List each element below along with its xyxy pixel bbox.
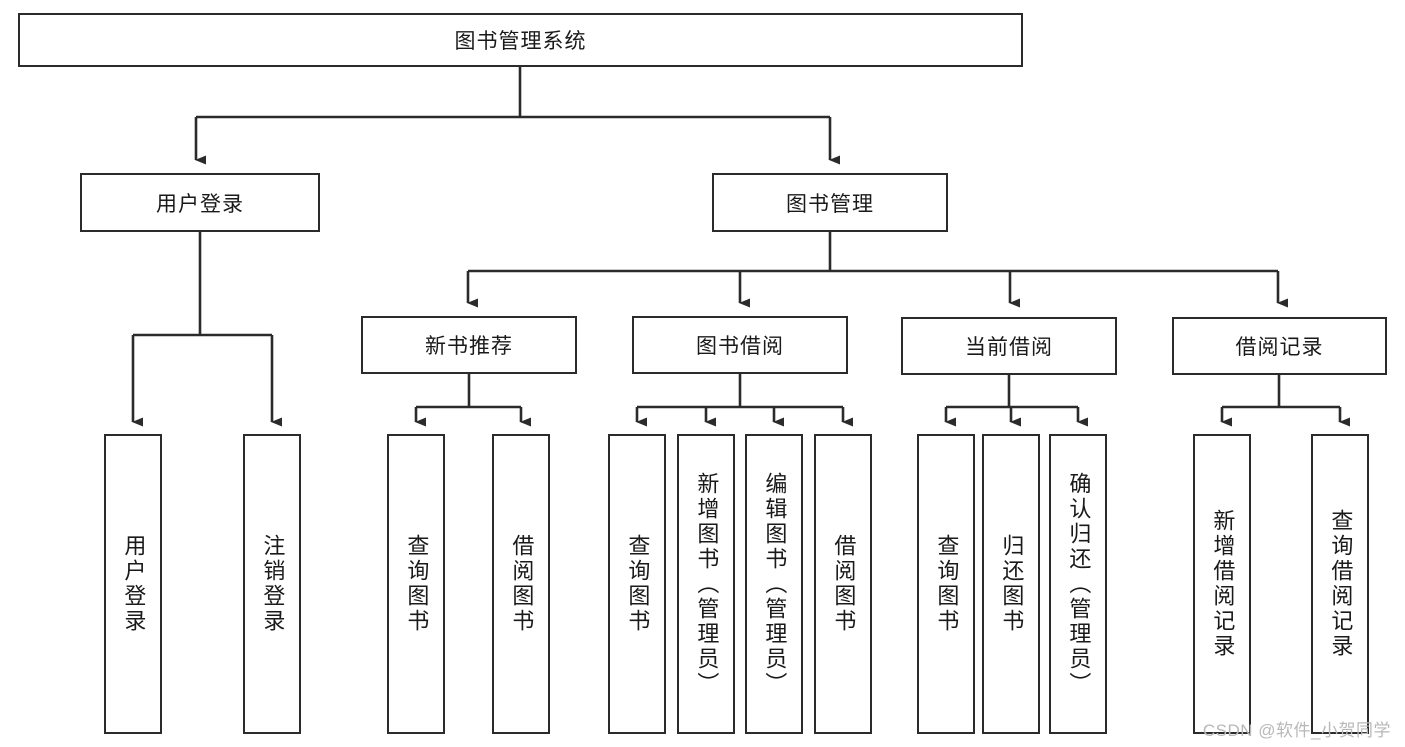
node-leaf-user-logout-label: 注销登录 [260,534,286,634]
node-leaf-borrow-add[interactable]: 新增图书（管理员） [677,434,735,734]
node-root[interactable]: 图书管理系统 [18,13,1023,67]
node-leaf-rec-borrow[interactable]: 借阅图书 [492,434,550,734]
node-borrow-record-label: 借阅记录 [1235,336,1324,359]
node-book-manage-label: 图书管理 [786,192,874,216]
node-book-borrow-label: 图书借阅 [696,335,784,358]
node-leaf-borrow-add-label: 新增图书（管理员） [694,471,720,697]
node-leaf-user-login-label: 用户登录 [121,534,147,634]
node-new-book-rec-label: 新书推荐 [425,335,513,358]
node-leaf-record-add[interactable]: 新增借阅记录 [1193,434,1251,734]
node-leaf-rec-borrow-label: 借阅图书 [509,534,535,634]
node-current-borrow[interactable]: 当前借阅 [901,317,1117,375]
node-leaf-borrow-edit[interactable]: 编辑图书（管理员） [745,434,803,734]
node-leaf-current-confirm[interactable]: 确认归还（管理员） [1049,434,1107,734]
node-leaf-current-return-label: 归还图书 [999,534,1025,634]
node-leaf-current-confirm-label: 确认归还（管理员） [1066,471,1092,697]
node-leaf-borrow-query[interactable]: 查询图书 [608,434,666,734]
node-leaf-current-query-label: 查询图书 [934,534,960,634]
node-leaf-borrow-query-label: 查询图书 [625,534,651,634]
node-leaf-rec-query-label: 查询图书 [404,534,430,634]
node-leaf-current-return[interactable]: 归还图书 [982,434,1040,734]
node-leaf-borrow-lend[interactable]: 借阅图书 [814,434,872,734]
node-leaf-current-query[interactable]: 查询图书 [917,434,975,734]
node-leaf-record-add-label: 新增借阅记录 [1210,509,1236,659]
node-book-manage[interactable]: 图书管理 [712,173,948,232]
node-leaf-user-logout[interactable]: 注销登录 [243,434,301,734]
node-leaf-borrow-edit-label: 编辑图书（管理员） [762,471,788,697]
node-leaf-record-query[interactable]: 查询借阅记录 [1311,434,1369,734]
node-user-login-label: 用户登录 [156,192,244,216]
node-user-login[interactable]: 用户登录 [80,173,320,232]
node-new-book-rec[interactable]: 新书推荐 [361,316,577,374]
node-leaf-borrow-lend-label: 借阅图书 [831,534,857,634]
node-book-borrow[interactable]: 图书借阅 [632,316,848,374]
node-current-borrow-label: 当前借阅 [965,336,1053,359]
node-leaf-record-query-label: 查询借阅记录 [1328,509,1354,659]
watermark-text: CSDN @软件_小贺同学 [1202,721,1391,740]
node-root-label: 图书管理系统 [454,30,587,53]
node-leaf-user-login[interactable]: 用户登录 [104,434,162,734]
node-borrow-record[interactable]: 借阅记录 [1172,317,1387,375]
node-leaf-rec-query[interactable]: 查询图书 [387,434,445,734]
